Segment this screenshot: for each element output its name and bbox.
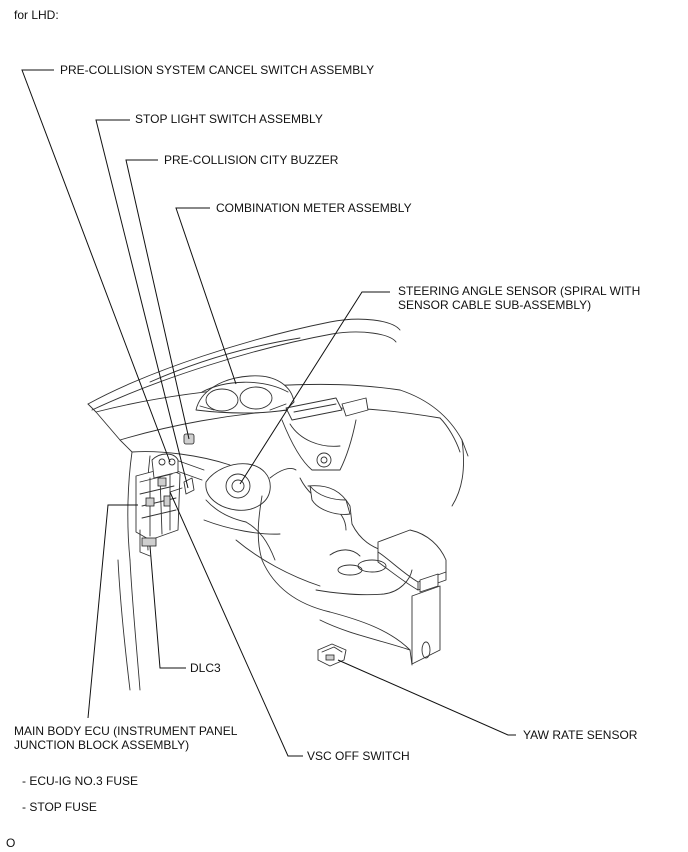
label-dlc3: DLC3 [190,661,221,675]
label-combination-meter: COMBINATION METER ASSEMBLY [216,201,412,215]
label-stop-light-switch: STOP LIGHT SWITCH ASSEMBLY [135,112,323,126]
label-main-body-ecu: MAIN BODY ECU (INSTRUMENT PANEL JUNCTION… [14,724,238,752]
fuse-item-ecu-ig: - ECU-IG NO.3 FUSE [22,774,139,788]
page-title: for LHD: [14,8,59,22]
figure-code: O [6,836,16,850]
label-steering-angle-sensor: STEERING ANGLE SENSOR (SPIRAL WITH SENSO… [398,284,641,312]
label-pcs-city-buzzer: PRE-COLLISION CITY BUZZER [164,153,339,167]
label-pcs-cancel-switch: PRE-COLLISION SYSTEM CANCEL SWITCH ASSEM… [60,63,375,77]
fuse-item-stop: - STOP FUSE [22,800,97,814]
leader-lines [21,69,516,757]
label-vsc-off-switch: VSC OFF SWITCH [307,749,410,763]
label-yaw-rate-sensor: YAW RATE SENSOR [523,728,638,742]
dashboard-drawing [87,318,469,691]
